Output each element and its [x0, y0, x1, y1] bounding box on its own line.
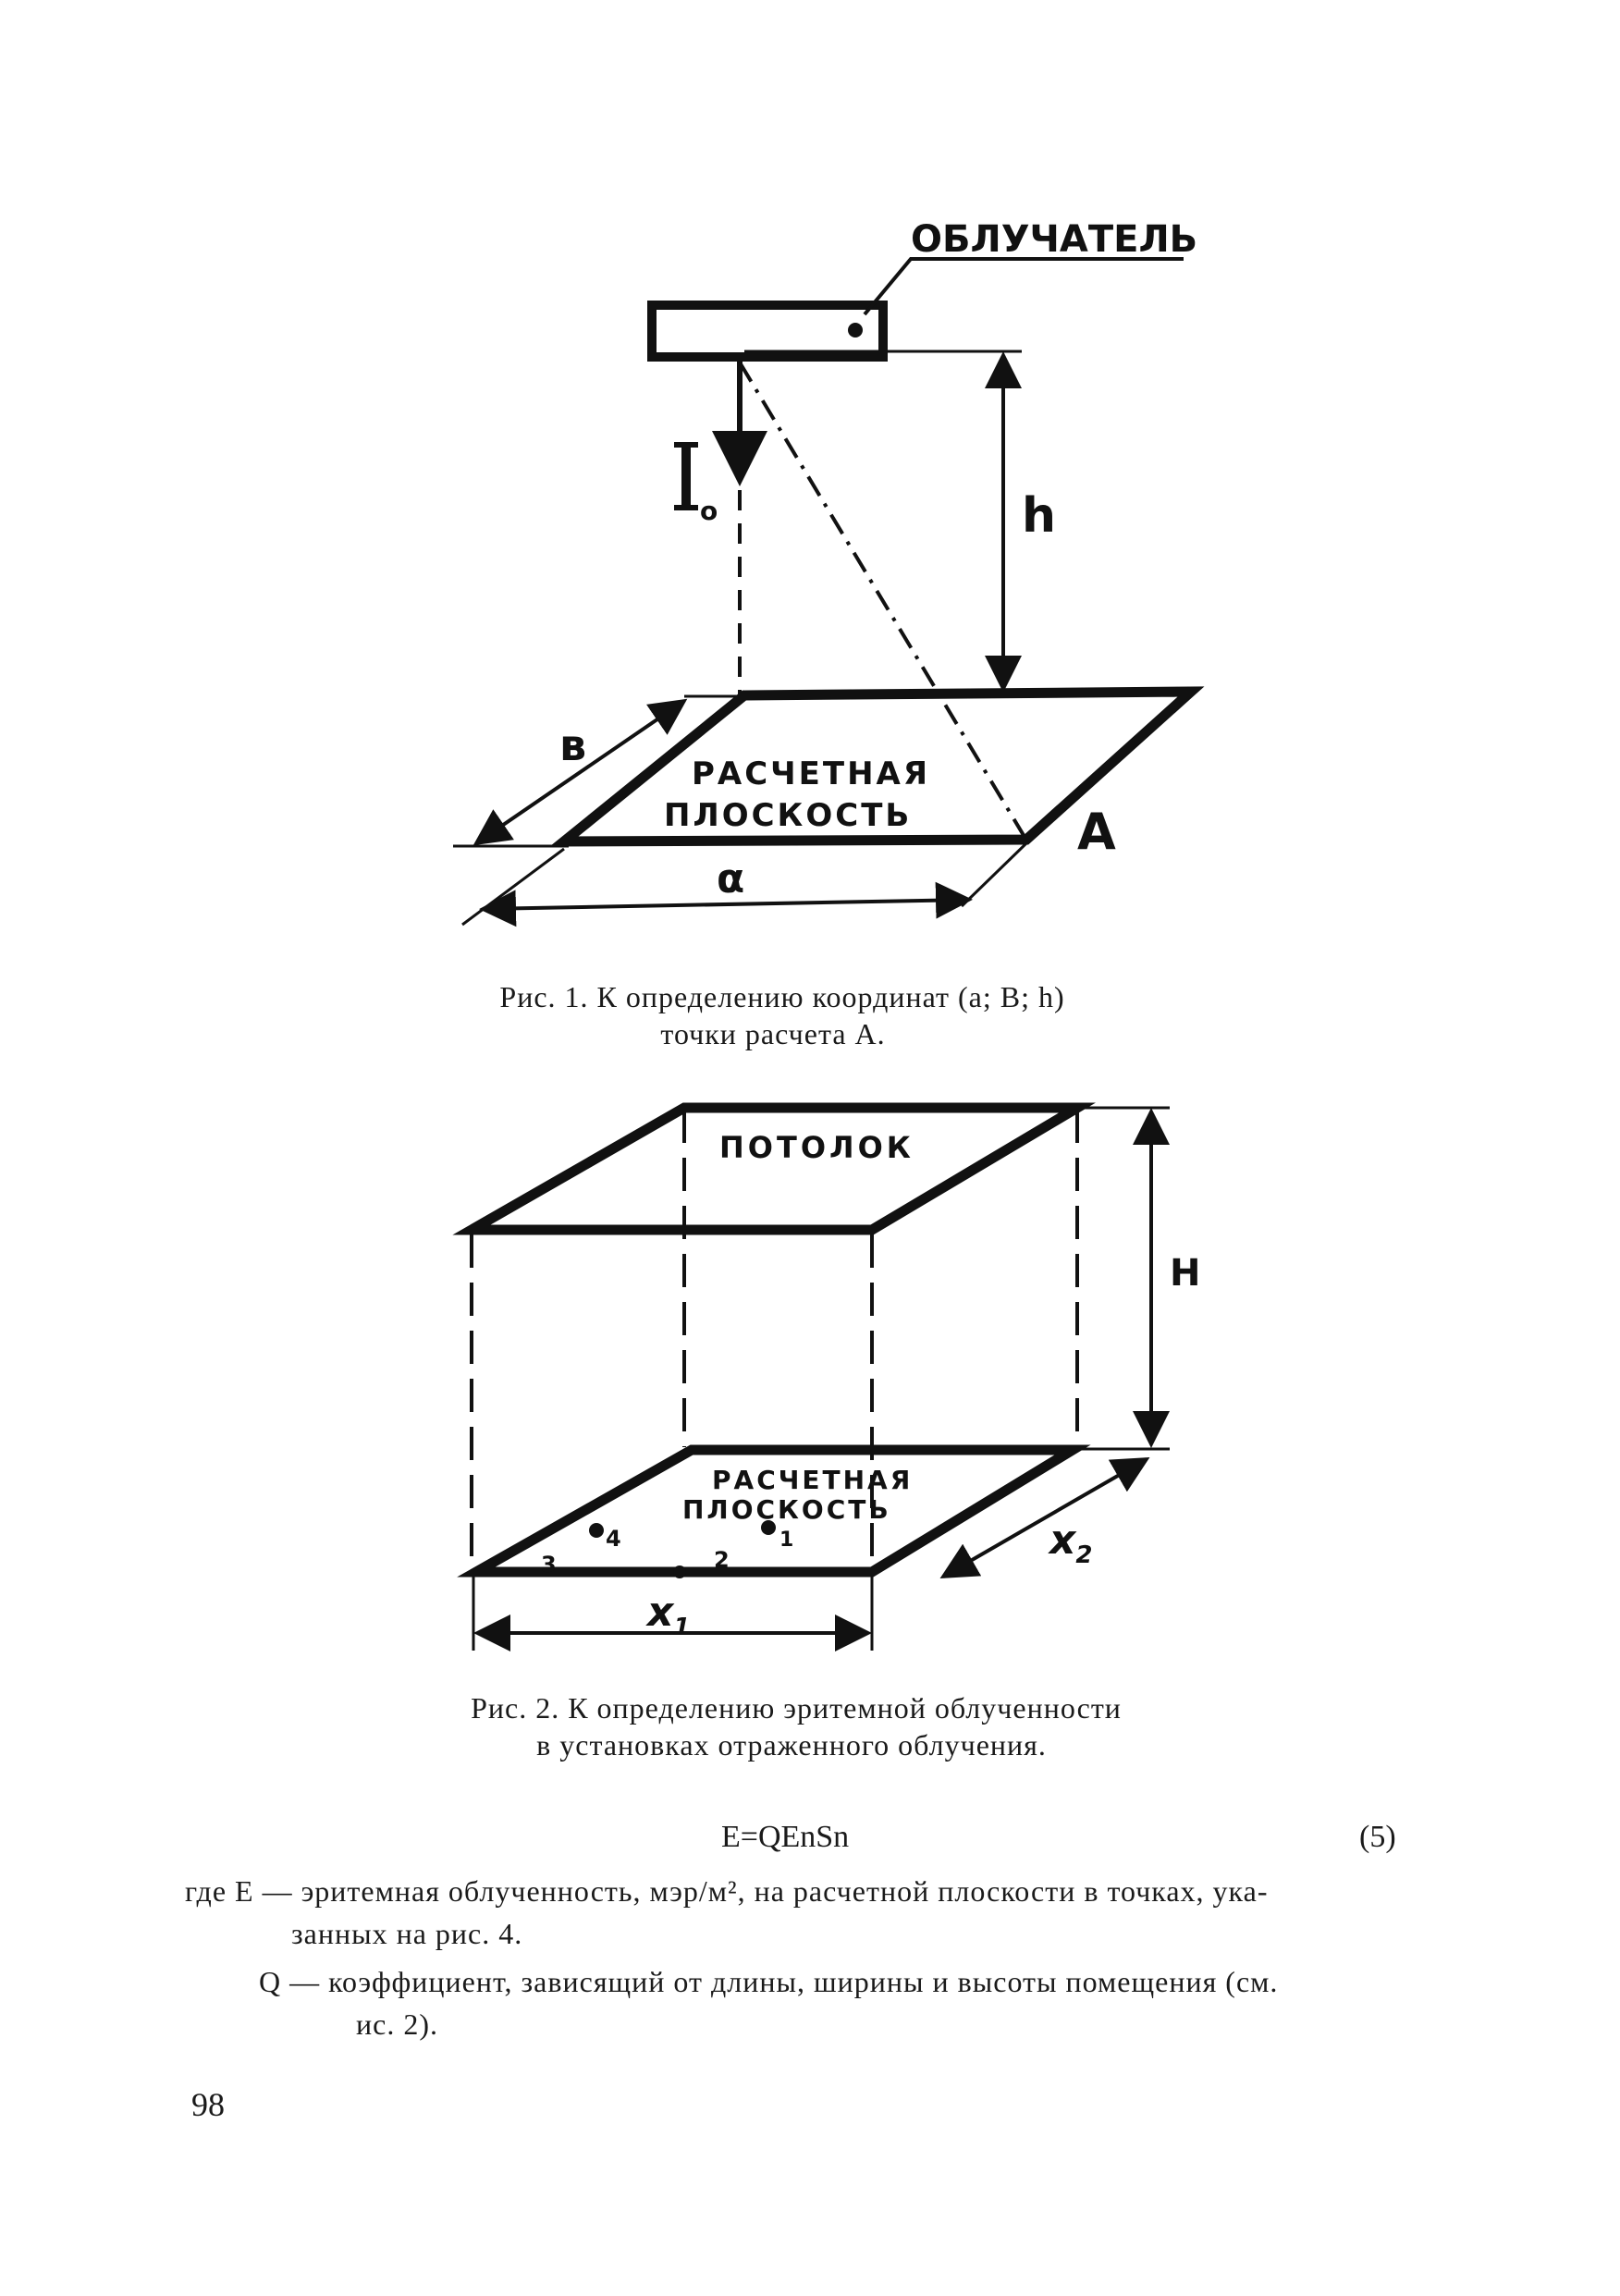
a-dimension-line	[479, 881, 973, 927]
formula-number: (5)	[1359, 1820, 1396, 1854]
definitions-block: где Е — эритемная облученность, мэр/м², …	[185, 1870, 1479, 2045]
figure-1-caption: Рис. 1. К определению координат (а; В; h…	[0, 978, 1620, 1052]
height-label: h	[1022, 488, 1056, 544]
definition-e-line1: где Е — эритемная облученность, мэр/м², …	[185, 1874, 1269, 1908]
irradiator-label: ОБЛУЧАТЕЛЬ	[911, 218, 1197, 261]
definition-e-line2: занных на рис. 4.	[291, 1917, 523, 1950]
point-3-label: 3	[541, 1552, 557, 1578]
irradiator-box	[647, 301, 888, 362]
point-1	[761, 1520, 776, 1535]
ceiling-label: ПОТОЛОК	[719, 1130, 914, 1165]
b-dimension-line	[472, 698, 688, 846]
ceiling-face	[452, 1102, 1097, 1235]
irradiator-point	[848, 323, 863, 338]
x2-label: x2	[1048, 1516, 1092, 1569]
point-2-label: 2	[714, 1547, 730, 1573]
floor-plane-label-line2: ПЛОСКОСТЬ	[682, 1494, 891, 1525]
formula-row: E=QEnSn (5)	[0, 1820, 1620, 1866]
floor-plane-label-line1: РАСЧЕТНАЯ	[712, 1465, 913, 1495]
formula-5: E=QEnSn	[721, 1820, 850, 1854]
a-extension-left	[461, 847, 565, 927]
x2-dimension-line	[939, 1457, 1150, 1578]
a-label: α	[717, 855, 744, 902]
b-label: в	[559, 720, 586, 770]
page-number: 98	[191, 2086, 225, 2123]
point-4	[589, 1523, 604, 1538]
plane-label-line2: ПЛОСКОСТЬ	[664, 797, 912, 834]
figure-2-caption-line1: Рис. 2. К определению эритемной облученн…	[471, 1691, 1122, 1725]
irradiator-leader	[863, 257, 1184, 316]
definition-e: где Е — эритемная облученность, мэр/м², …	[185, 1870, 1479, 1955]
point-4-label: 4	[606, 1526, 621, 1552]
a-extension-right	[960, 841, 1028, 908]
intensity-subscript: о	[700, 496, 718, 526]
plane-label-line1: РАСЧЕТНАЯ	[692, 755, 930, 792]
point-a-label: A	[1077, 803, 1116, 861]
figure-2-caption: Рис. 2. К определению эритемной облученн…	[0, 1689, 1620, 1763]
figure-2-diagram: ПОТОЛОК РАСЧЕТНАЯ ПЛОСКОСТЬ 1 2 3 4 Н x1…	[452, 1102, 1200, 1651]
definition-q-line2: ис. 2).	[356, 2007, 438, 2041]
floor-calculation-plane	[457, 1444, 1091, 1578]
point-2	[673, 1565, 686, 1578]
figure-2-caption-line2: в установках отраженного облучения.	[536, 1728, 1047, 1762]
intensity-label-group: о	[674, 442, 718, 526]
definition-q-line1: Q — коэффициент, зависящий от длины, шир…	[259, 1965, 1279, 1998]
figure-1-diagram: ОБЛУЧАТЕЛЬ о h РАСЧЕТНАЯ ПЛОСКОСТЬ в α	[453, 218, 1205, 927]
point-1-label: 1	[779, 1529, 793, 1552]
figure-1-caption-line2: точки расчета А.	[660, 1017, 886, 1050]
h-label: Н	[1170, 1252, 1200, 1295]
ray-line	[738, 361, 1026, 839]
definition-q: Q — коэффициент, зависящий от длины, шир…	[185, 1960, 1479, 2045]
figure-1-caption-line1: Рис. 1. К определению координат (а; В; h…	[499, 980, 1065, 1013]
x1-label: x1	[645, 1589, 690, 1641]
